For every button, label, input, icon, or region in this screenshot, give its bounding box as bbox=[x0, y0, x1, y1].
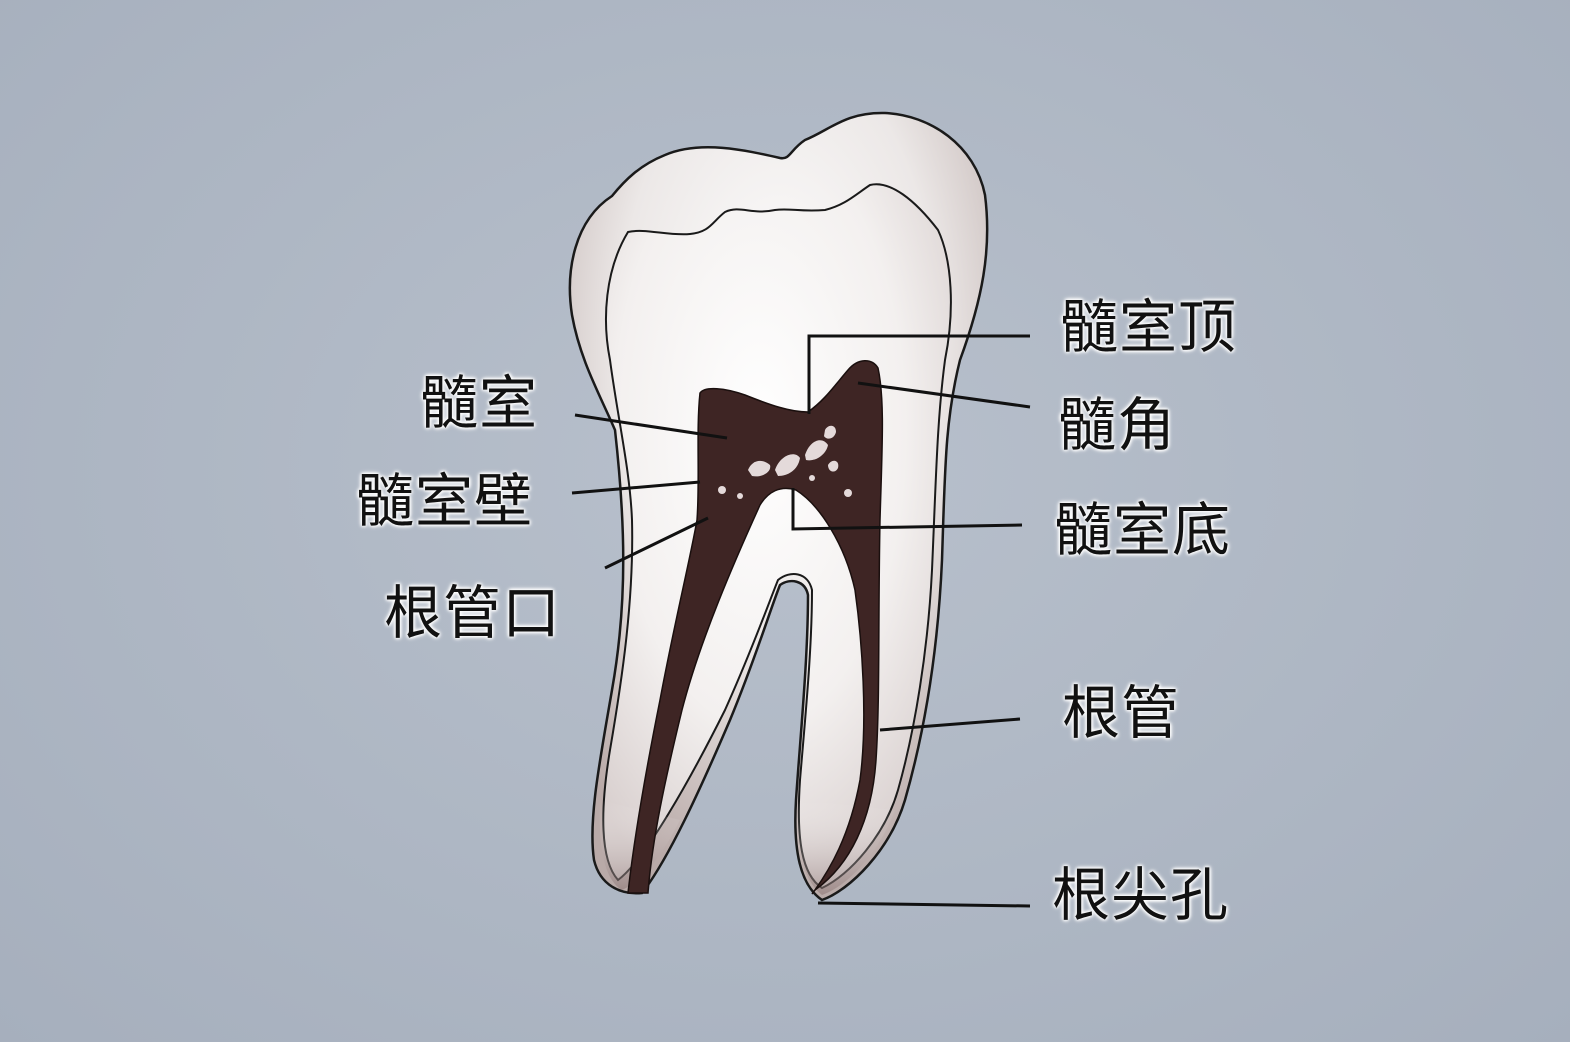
leader-pulp-chamber-wall bbox=[571, 480, 701, 495]
leader-pulp-chamber bbox=[574, 413, 728, 440]
leader-lines bbox=[571, 334, 1031, 908]
label-pulp-chamber-wall: 髓室壁 bbox=[356, 467, 534, 535]
label-pulp-horn: 髓角 bbox=[1058, 391, 1177, 459]
pulp bbox=[627, 360, 884, 895]
leader-pulp-chamber-floor bbox=[791, 488, 1023, 531]
leader-pulp-chamber-roof bbox=[807, 334, 1030, 414]
leader-root-canal bbox=[879, 717, 1021, 732]
leader-canal-orifice bbox=[604, 516, 709, 570]
label-pulp-chamber: 髓室 bbox=[420, 369, 539, 437]
pulp-highlights bbox=[718, 425, 852, 499]
leader-pulp-horn bbox=[857, 381, 1031, 409]
label-pulp-chamber-roof: 髓室顶 bbox=[1060, 293, 1238, 361]
label-root-canal: 根管 bbox=[1062, 679, 1181, 747]
leader-apical-foramen bbox=[817, 901, 1031, 908]
label-pulp-chamber-floor: 髓室底 bbox=[1054, 496, 1232, 564]
label-apical-foramen: 根尖孔 bbox=[1052, 861, 1230, 929]
label-canal-orifice: 根管口 bbox=[384, 579, 562, 647]
